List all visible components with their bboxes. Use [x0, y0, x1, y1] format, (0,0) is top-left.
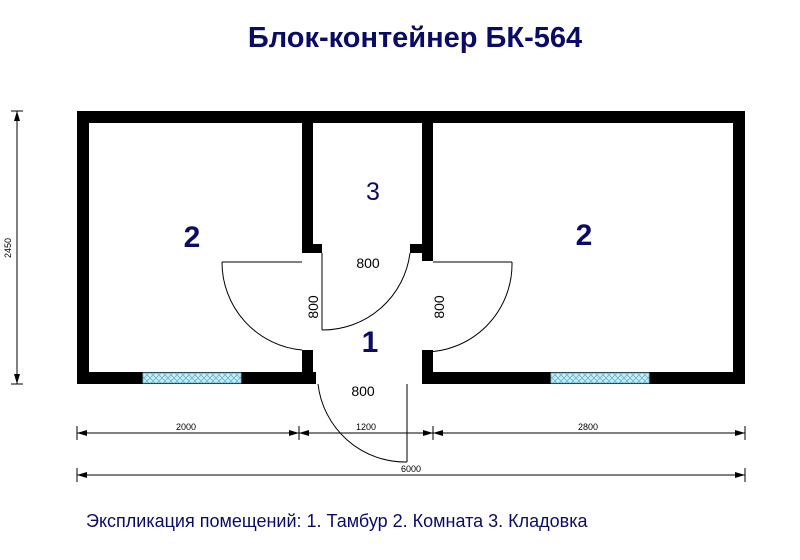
door-left-room: [221, 261, 303, 351]
diagram-title: Блок-контейнер БК-564: [247, 22, 583, 54]
dimension-label-total: 6000: [401, 464, 421, 474]
partition-right-lower: [422, 350, 433, 384]
door-label-entrance: 800: [351, 383, 375, 399]
partition-left-upper: [302, 111, 313, 251]
wall-top: [77, 111, 745, 123]
partition-right-ledge: [410, 244, 433, 253]
partition-left-ledge: [302, 244, 322, 253]
window-left: [142, 372, 242, 384]
wall-left: [77, 111, 89, 384]
door-label-left: 800: [305, 295, 321, 319]
door-label-storage: 800: [356, 255, 380, 271]
room-label-left: 2: [184, 221, 201, 254]
walls: [77, 111, 745, 384]
dimension-label-middle: 1200: [356, 422, 376, 432]
room-label-vestibule: 1: [362, 326, 379, 359]
partition-right-upper: [422, 111, 433, 261]
dimension-label-height: 2450: [3, 238, 13, 258]
dimension-total: [76, 468, 746, 482]
doors: [221, 252, 513, 463]
dimension-lines: [11, 110, 746, 482]
door-label-right: 800: [431, 295, 447, 319]
dimension-label-right: 2800: [578, 422, 598, 432]
dimension-label-left: 2000: [176, 422, 196, 432]
partition-left-lower: [302, 350, 313, 384]
door-right-room: [421, 261, 513, 353]
dimension-height: [11, 110, 23, 385]
room-label-right: 2: [576, 219, 593, 252]
wall-right: [733, 111, 745, 384]
room-label-storage: 3: [366, 178, 380, 206]
door-entrance: [317, 383, 408, 463]
dimension-segments: [76, 426, 746, 440]
room-legend: Экспликация помещений: 1. Тамбур 2. Комн…: [86, 511, 588, 531]
window-right: [550, 372, 650, 384]
door-storage: [321, 252, 411, 331]
